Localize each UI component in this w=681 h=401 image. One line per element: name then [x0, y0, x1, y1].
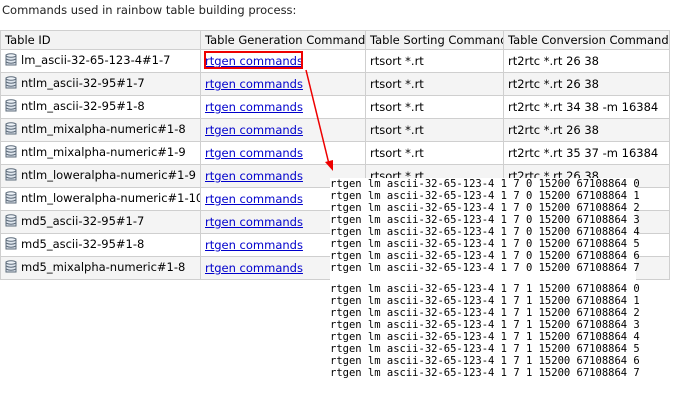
command-line: rtgen lm ascii-32-65-123-4 1 7 1 15200 6…: [330, 331, 640, 343]
cell-generation: rtgen commands: [200, 256, 366, 280]
table-id-text: lm_ascii-32-65-123-4#1-7: [21, 52, 171, 67]
command-line: rtgen lm ascii-32-65-123-4 1 7 0 15200 6…: [330, 190, 640, 202]
database-icon: [5, 259, 17, 274]
cell-table-id: md5_ascii-32-95#1-7: [0, 210, 201, 234]
rtgen-commands-link[interactable]: rtgen commands: [205, 238, 303, 252]
cell-table-id: ntlm_ascii-32-95#1-7: [0, 72, 201, 96]
table-row: ntlm_ascii-32-95#1-7 rtgen commands rtsort…: [0, 72, 670, 96]
table-id-text: ntlm_loweralpha-numeric#1-9: [21, 167, 196, 182]
cell-sorting-command: rtsort *.rt: [365, 118, 504, 142]
cell-conversion-command: rt2rtc *.rt 26 38: [503, 118, 670, 142]
cell-table-id: ntlm_mixalpha-numeric#1-8: [0, 118, 201, 142]
command-line: rtgen lm ascii-32-65-123-4 1 7 0 15200 6…: [330, 214, 640, 226]
header-sorting-command: Table Sorting Command: [365, 30, 504, 50]
rtgen-commands-link[interactable]: rtgen commands: [205, 215, 303, 229]
table-id: ntlm_mixalpha-numeric#1-8: [5, 122, 186, 136]
table-id-text: md5_ascii-32-95#1-8: [21, 236, 145, 251]
table-id-text: ntlm_ascii-32-95#1-8: [21, 98, 145, 113]
command-line: rtgen lm ascii-32-65-123-4 1 7 1 15200 6…: [330, 307, 640, 319]
table-id: md5_mixalpha-numeric#1-8: [5, 260, 185, 274]
database-icon: [5, 144, 17, 159]
database-icon: [5, 121, 17, 136]
command-line: rtgen lm ascii-32-65-123-4 1 7 1 15200 6…: [330, 355, 640, 367]
table-id: md5_ascii-32-95#1-7: [5, 214, 144, 228]
command-line: rtgen lm ascii-32-65-123-4 1 7 0 15200 6…: [330, 262, 640, 274]
table-row: ntlm_mixalpha-numeric#1-8 rtgen commands r…: [0, 118, 670, 142]
cell-sorting-command: rtsort *.rt: [365, 95, 504, 119]
cell-conversion-command: rt2rtc *.rt 26 38: [503, 49, 670, 73]
rtgen-commands-link[interactable]: rtgen commands: [205, 169, 303, 183]
cell-generation: rtgen commands: [200, 141, 366, 165]
cell-table-id: md5_ascii-32-95#1-8: [0, 233, 201, 257]
table-id: md5_ascii-32-95#1-8: [5, 237, 144, 251]
table-row: lm_ascii-32-65-123-4#1-7 rtgen commands rt…: [0, 49, 670, 73]
command-line: rtgen lm ascii-32-65-123-4 1 7 0 15200 6…: [330, 226, 640, 238]
database-icon: [5, 236, 17, 251]
cell-sorting-command: rtsort *.rt: [365, 72, 504, 96]
table-row: ntlm_loweralpha-numeric#1-9 rtgen command…: [0, 164, 670, 188]
cell-table-id: lm_ascii-32-65-123-4#1-7: [0, 49, 201, 73]
command-line: rtgen lm ascii-32-65-123-4 1 7 0 15200 6…: [330, 202, 640, 214]
table-id-text: ntlm_loweralpha-numeric#1-10: [21, 190, 201, 205]
command-block: rtgen lm ascii-32-65-123-4 1 7 0 15200 6…: [330, 178, 640, 274]
cell-generation: rtgen commands: [200, 118, 366, 142]
command-line: rtgen lm ascii-32-65-123-4 1 7 0 15200 6…: [330, 250, 640, 262]
cell-generation: rtgen commands: [200, 72, 366, 96]
command-block: rtgen lm ascii-32-65-123-4 1 7 1 15200 6…: [330, 283, 640, 379]
cell-sorting-command: rtsort *.rt: [365, 141, 504, 165]
database-icon: [5, 98, 17, 113]
table-id: ntlm_mixalpha-numeric#1-9: [5, 145, 186, 159]
table-id-text: md5_ascii-32-95#1-7: [21, 213, 145, 228]
rtgen-commands-link[interactable]: rtgen commands: [205, 100, 303, 114]
command-line: rtgen lm ascii-32-65-123-4 1 7 1 15200 6…: [330, 343, 640, 355]
command-line: rtgen lm ascii-32-65-123-4 1 7 1 15200 6…: [330, 319, 640, 331]
rtgen-commands-link[interactable]: rtgen commands: [205, 261, 303, 275]
rtgen-commands-link[interactable]: rtgen commands: [205, 77, 303, 91]
cell-sorting-command: rtsort *.rt: [365, 49, 504, 73]
database-icon: [5, 52, 17, 67]
table-id: lm_ascii-32-65-123-4#1-7: [5, 53, 170, 67]
cell-table-id: md5_mixalpha-numeric#1-8: [0, 256, 201, 280]
database-icon: [5, 213, 17, 228]
header-conversion-command: Table Conversion Command: [503, 30, 670, 50]
cell-table-id: ntlm_loweralpha-numeric#1-10: [0, 187, 201, 211]
command-line: rtgen lm ascii-32-65-123-4 1 7 1 15200 6…: [330, 283, 640, 295]
table-id-text: md5_mixalpha-numeric#1-8: [21, 259, 186, 274]
rtgen-commands-link[interactable]: rtgen commands: [205, 146, 303, 160]
rtgen-commands-link[interactable]: rtgen commands: [205, 192, 303, 206]
cell-table-id: ntlm_mixalpha-numeric#1-9: [0, 141, 201, 165]
table-header-row: Table ID Table Generation Commands Table…: [0, 30, 670, 50]
table-id-text: ntlm_mixalpha-numeric#1-9: [21, 144, 186, 159]
table-id: ntlm_loweralpha-numeric#1-9: [5, 168, 196, 182]
table-row: ntlm_mixalpha-numeric#1-9 rtgen commands r…: [0, 141, 670, 165]
command-line: rtgen lm ascii-32-65-123-4 1 7 0 15200 6…: [330, 178, 640, 190]
rtgen-commands-popup: rtgen lm ascii-32-65-123-4 1 7 0 15200 6…: [330, 178, 640, 401]
table-id: ntlm_ascii-32-95#1-7: [5, 76, 145, 90]
cell-generation: rtgen commands: [200, 95, 366, 119]
header-generation-commands: Table Generation Commands: [200, 30, 366, 50]
cell-conversion-command: rt2rtc *.rt 34 38 -m 16384: [503, 95, 670, 119]
cell-conversion-command: rt2rtc *.rt 26 38: [503, 72, 670, 96]
cell-generation: rtgen commands: [200, 49, 366, 73]
database-icon: [5, 75, 17, 90]
rtgen-commands-link[interactable]: rtgen commands: [205, 123, 303, 137]
table-id-text: ntlm_mixalpha-numeric#1-8: [21, 121, 186, 136]
table-id-text: ntlm_ascii-32-95#1-7: [21, 75, 145, 90]
table-row: ntlm_ascii-32-95#1-8 rtgen commands rtsort…: [0, 95, 670, 119]
page-heading: Commands used in rainbow table building …: [2, 3, 297, 17]
header-table-id: Table ID: [0, 30, 201, 50]
table-id: ntlm_ascii-32-95#1-8: [5, 99, 145, 113]
cell-table-id: ntlm_ascii-32-95#1-8: [0, 95, 201, 119]
database-icon: [5, 190, 17, 205]
command-line: rtgen lm ascii-32-65-123-4 1 7 0 15200 6…: [330, 238, 640, 250]
cell-table-id: ntlm_loweralpha-numeric#1-9: [0, 164, 201, 188]
command-line: rtgen lm ascii-32-65-123-4 1 7 1 15200 6…: [330, 295, 640, 307]
cell-conversion-command: rt2rtc *.rt 35 37 -m 16384: [503, 141, 670, 165]
rtgen-commands-link[interactable]: rtgen commands: [205, 54, 303, 68]
database-icon: [5, 167, 17, 182]
command-line: rtgen lm ascii-32-65-123-4 1 7 1 15200 6…: [330, 367, 640, 379]
table-id: ntlm_loweralpha-numeric#1-10: [5, 190, 201, 205]
